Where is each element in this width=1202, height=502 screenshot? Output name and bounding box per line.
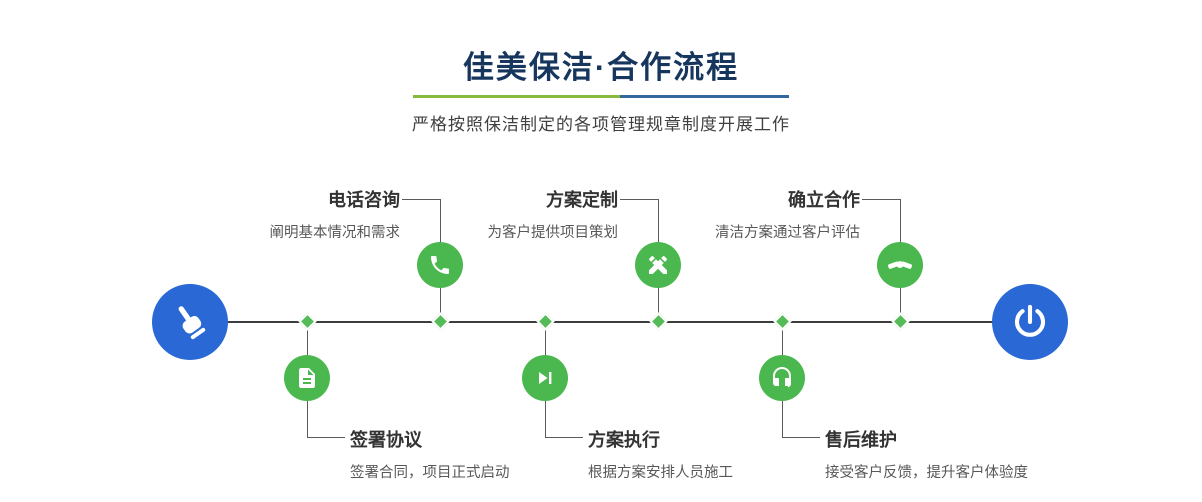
step-circle-execute [522, 355, 568, 401]
step-desc: 根据方案安排人员施工 [588, 465, 733, 481]
step-circle-contract [284, 355, 330, 401]
timeline-start-circle [152, 284, 228, 360]
title-divider [413, 95, 789, 98]
step-title: 售后维护 [825, 430, 897, 450]
step-bottom-execute: 方案执行 根据方案安排人员施工 [588, 426, 908, 482]
connector-line [307, 437, 345, 438]
design-tools-icon [648, 255, 668, 274]
step-title: 方案定制 [546, 190, 618, 210]
step-circle-aftersales [759, 355, 805, 401]
step-desc: 为客户提供项目策划 [487, 225, 619, 241]
page-subtitle: 严格按照保洁制定的各项管理规章制度开展工作 [412, 115, 790, 134]
timeline-node-diamond [773, 312, 792, 331]
headset-support-icon [773, 367, 791, 388]
step-bottom-contract: 签署协议 签署合同，项目正式启动 [350, 426, 670, 482]
step-title: 签署协议 [350, 430, 422, 450]
power-icon [1014, 304, 1046, 337]
step-desc: 清洁方案通过客户评估 [715, 225, 860, 241]
step-desc: 签署合同，项目正式启动 [350, 465, 510, 481]
step-title: 确立合作 [788, 190, 860, 210]
play-next-icon [539, 372, 552, 384]
connector-line [402, 199, 440, 200]
page-title: 佳美保洁·合作流程 [462, 50, 740, 85]
step-bottom-aftersales: 售后维护 接受客户反馈，提升客户体验度 [825, 426, 1165, 482]
step-top-cooperation: 确立合作 清洁方案通过客户评估 [560, 186, 860, 242]
timeline-main-line [190, 321, 1032, 323]
step-circle-handshake [877, 242, 923, 288]
step-circle-phone [417, 242, 463, 288]
timeline-node-diamond [298, 312, 317, 331]
handshake-icon [888, 261, 912, 269]
timeline-node-diamond [891, 312, 910, 331]
pointing-hand-icon [178, 306, 206, 340]
phone-icon [431, 256, 449, 274]
step-top-design: 方案定制 为客户提供项目策划 [318, 186, 619, 242]
connector-line [782, 437, 820, 438]
step-desc: 阐明基本情况和需求 [269, 225, 401, 241]
step-desc: 接受客户反馈，提升客户体验度 [825, 465, 1028, 481]
connector-line [862, 199, 900, 200]
connector-line [545, 437, 583, 438]
step-title: 电话咨询 [328, 190, 400, 210]
step-circle-design [635, 242, 681, 288]
timeline-node-diamond [649, 312, 668, 331]
contract-document-icon [299, 368, 315, 388]
connector-line [620, 199, 658, 200]
timeline-node-diamond [536, 312, 555, 331]
timeline-node-diamond [431, 312, 450, 331]
timeline-end-circle [992, 284, 1068, 360]
step-title: 方案执行 [588, 430, 660, 450]
step-top-phone: 电话咨询 阐明基本情况和需求 [100, 186, 401, 242]
